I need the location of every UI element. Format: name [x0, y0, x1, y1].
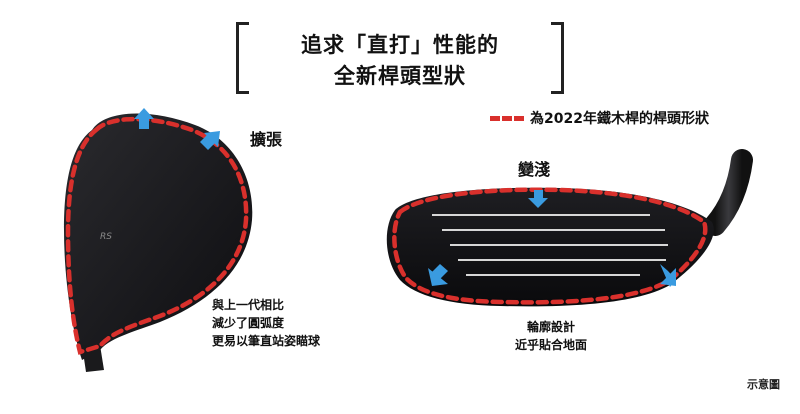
footnote: 示意圖: [747, 378, 780, 391]
right-notes: 輪廓設計 近乎貼合地面: [515, 318, 587, 354]
left-notes: 與上一代相比 減少了圓弧度 更易以筆直站姿瞄球: [212, 296, 320, 350]
left-note-1: 與上一代相比: [212, 298, 285, 312]
left-outline-dashed: [65, 116, 249, 355]
club-mark: RS: [100, 232, 112, 242]
legend-text: 為2022年鐵木桿的桿頭形狀: [530, 111, 709, 127]
shaft: [704, 149, 753, 236]
left-club-head: [64, 108, 253, 372]
expand-label: 擴張: [250, 130, 283, 149]
right-arrow-down-right-icon: [660, 264, 676, 287]
right-bracket: [551, 22, 564, 94]
shallow-label: 變淺: [518, 160, 551, 179]
right-note-1: 輪廓設計: [527, 320, 576, 334]
title-line-2: 全新桿頭型狀: [334, 64, 466, 88]
left-bracket: [236, 22, 249, 94]
title-block: 追求「直打」性能的 全新桿頭型狀: [232, 18, 568, 94]
right-note-2: 近乎貼合地面: [515, 338, 588, 352]
left-arrow-up-icon: [134, 108, 154, 129]
title-line-1: 追求「直打」性能的: [301, 33, 499, 57]
left-note-2: 減少了圓弧度: [212, 316, 285, 330]
legend-dashed-line: [490, 115, 524, 121]
legend: 為2022年鐵木桿的桿頭形狀: [490, 108, 709, 128]
left-note-3: 更易以筆直站姿瞄球: [212, 334, 321, 348]
face-grooves: [432, 214, 668, 276]
right-arrow-down-left-icon: [428, 264, 448, 286]
right-club-head: [386, 149, 753, 307]
left-arrow-diagonal-icon: [200, 131, 220, 150]
right-arrow-down-icon: [528, 190, 548, 208]
